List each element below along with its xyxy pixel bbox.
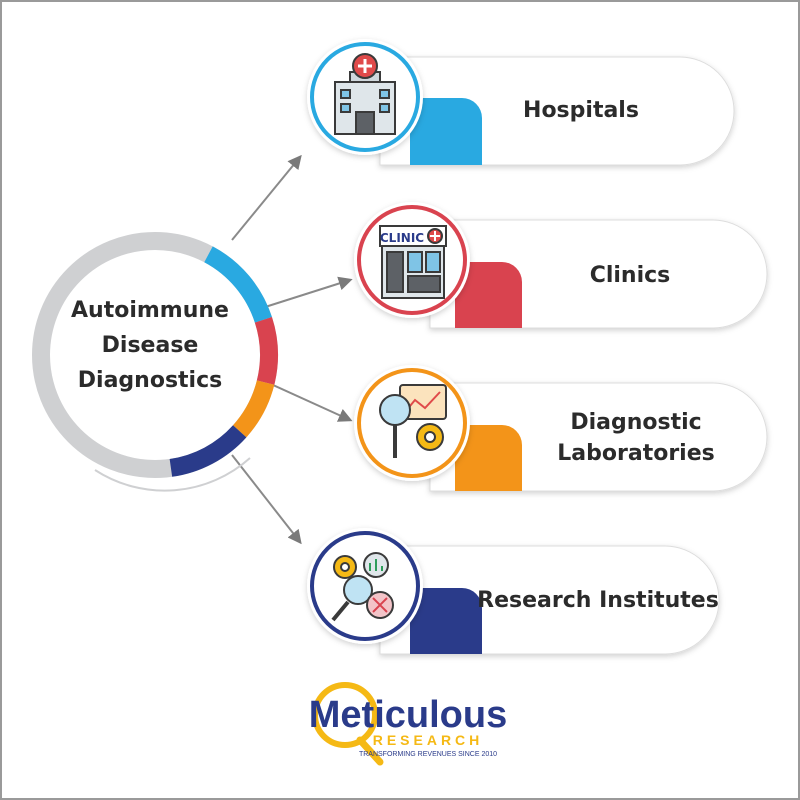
hub-segment-labs xyxy=(232,380,275,438)
item-label-line-1: Research Institutes xyxy=(477,588,719,613)
logo-name: Meticulous xyxy=(309,694,507,736)
item-color-tab xyxy=(455,425,522,491)
hospital-icon xyxy=(334,53,396,135)
item-label-line-1: Hospitals xyxy=(523,98,639,123)
hub-segment-clinics xyxy=(254,317,278,385)
research-icon xyxy=(331,552,394,622)
arrow-to-hospitals xyxy=(231,154,302,241)
logo-ring-icon xyxy=(312,682,378,748)
arrow-to-labs xyxy=(261,379,353,422)
logo-tagline: TRANSFORMING REVENUES SINCE 2010 xyxy=(359,751,497,758)
item-research-institutes: Research Institutes xyxy=(307,528,720,655)
item-hospitals: Hospitals xyxy=(307,39,735,166)
hub-title-line-1: Autoimmune xyxy=(71,298,229,323)
central-hub: Autoimmune Disease Diagnostics xyxy=(32,232,278,492)
hub-title-line-3: Diagnostics xyxy=(78,368,222,393)
hub-segment-hospitals xyxy=(204,246,272,323)
item-color-tab xyxy=(455,262,522,328)
connector-arrows xyxy=(231,154,353,545)
hub-segment-research xyxy=(169,425,247,477)
hub-disc xyxy=(50,250,260,460)
meticulous-research-logo: Meticulous RESEARCH TRANSFORMING REVENUE… xyxy=(309,682,507,766)
arrow-to-clinics xyxy=(261,276,353,309)
clinic-icon: CLINIC xyxy=(379,225,447,299)
item-label-line-1: Clinics xyxy=(590,263,671,288)
item-color-tab xyxy=(410,98,482,165)
item-color-tab xyxy=(410,588,482,654)
clinic-sign-text: CLINIC xyxy=(380,231,424,245)
item-label-line-1: Diagnostic xyxy=(570,410,701,435)
item-diagnostic-laboratories: Diagnostic Laboratories xyxy=(354,365,768,492)
logo-sub: RESEARCH xyxy=(373,732,484,748)
hub-outer-arc xyxy=(94,457,251,492)
logo-handle-icon xyxy=(356,736,384,766)
hub-title-line-2: Disease xyxy=(102,333,199,358)
item-label-line-2: Laboratories xyxy=(557,441,714,466)
arrow-to-research xyxy=(231,454,302,545)
item-clinics: CLINIC Clinics xyxy=(354,202,768,329)
lab-analysis-icon xyxy=(379,384,447,458)
